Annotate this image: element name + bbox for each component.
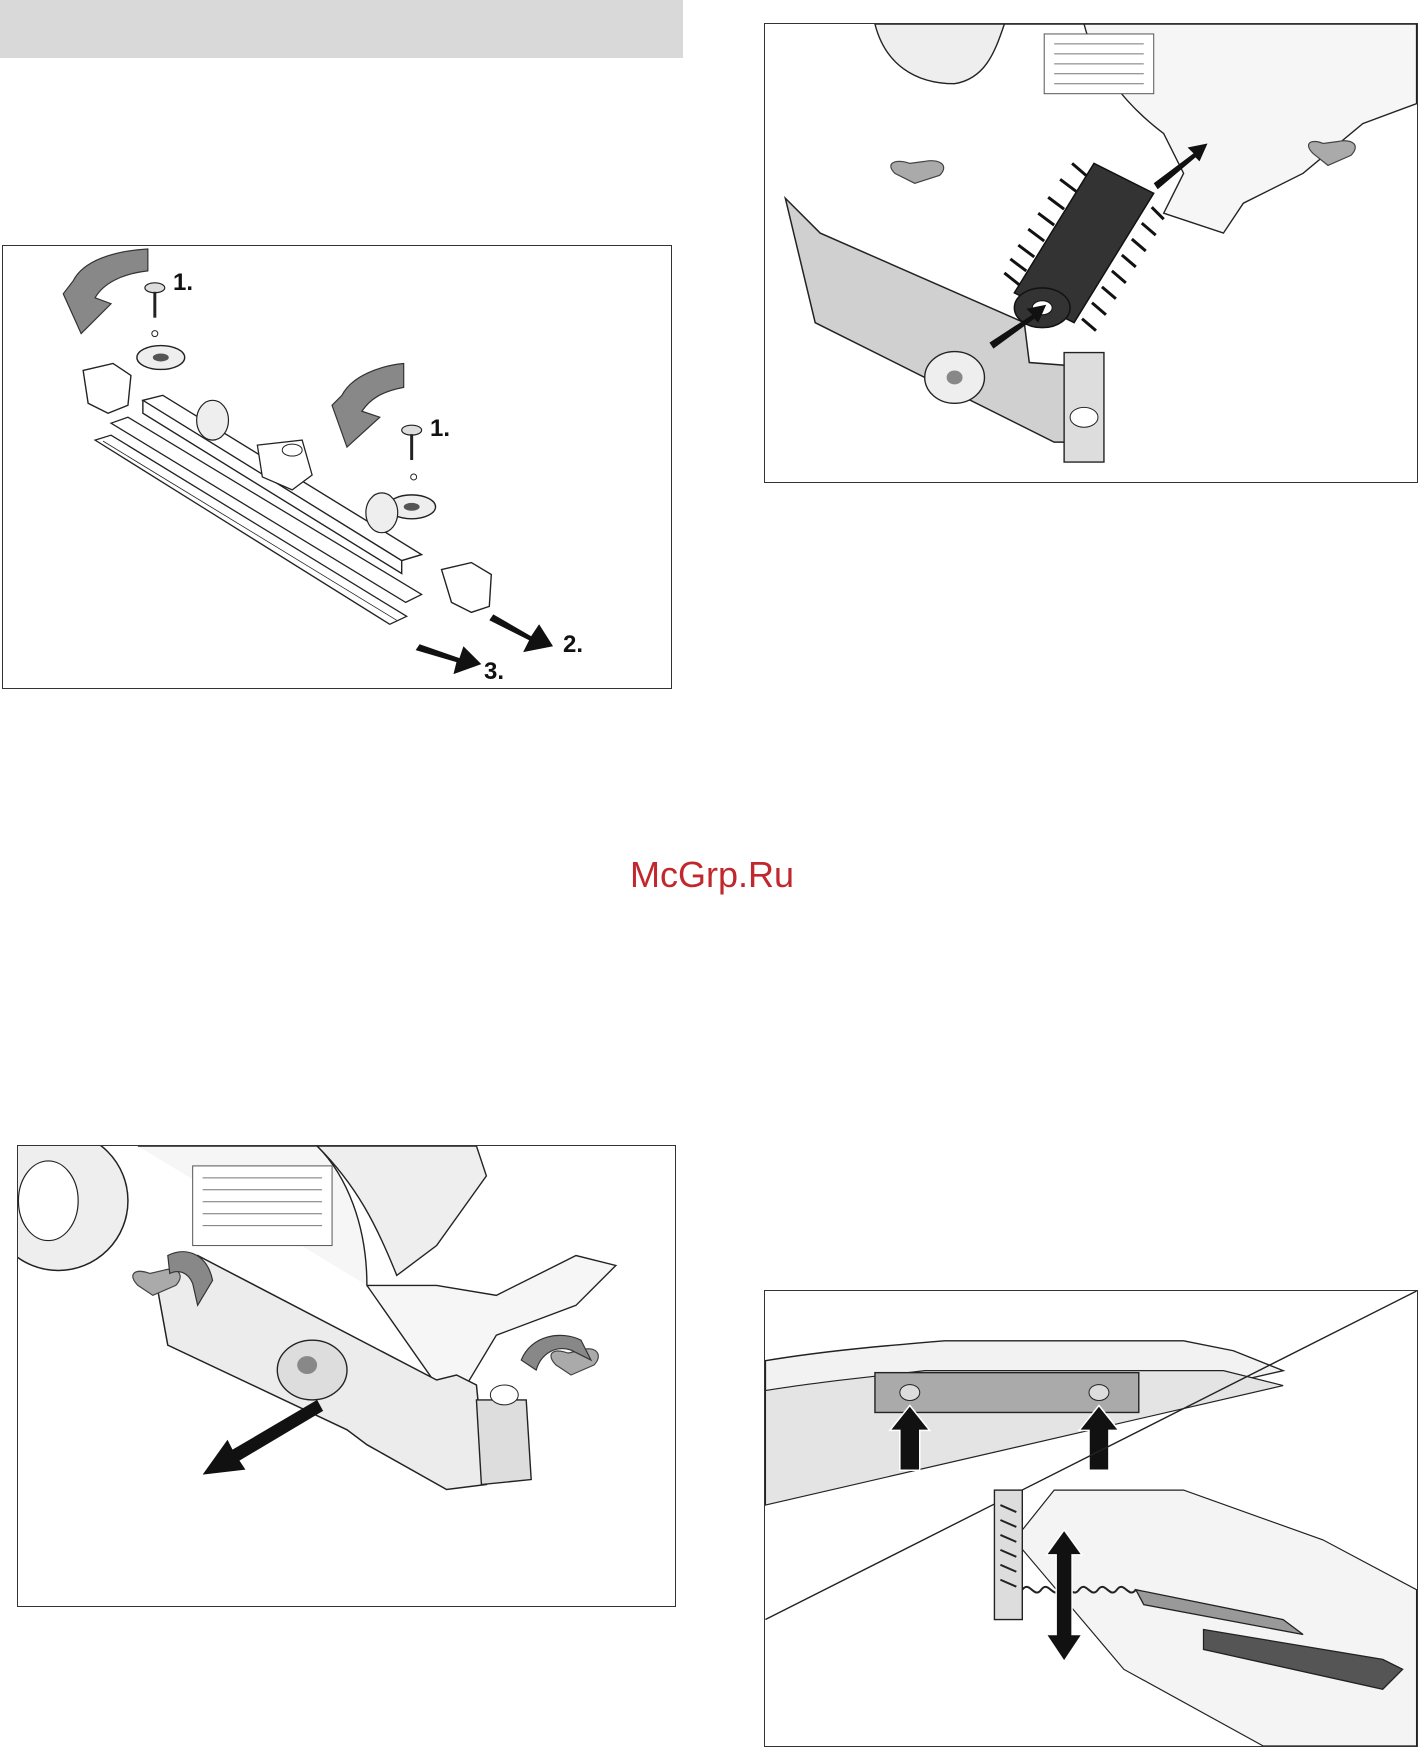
step-label-2: 2. xyxy=(563,633,583,657)
spring-adjustment-drawing xyxy=(765,1291,1417,1746)
brush-roller-drawing xyxy=(765,24,1417,482)
watermark: McGrp.Ru xyxy=(612,855,812,895)
figure-squeegee-removal: 1. 1. 2. 3. xyxy=(2,245,672,689)
section-header-bar xyxy=(0,0,683,58)
rotate-arrow-icon xyxy=(332,363,404,447)
direction-arrow-icon xyxy=(203,1400,323,1475)
figure-brush-roller-removal xyxy=(764,23,1418,483)
wing-nut-icon xyxy=(551,1349,598,1375)
squeegee-exploded-drawing xyxy=(3,246,671,688)
direction-arrow-icon xyxy=(489,614,553,652)
step-label-1a: 1. xyxy=(173,271,193,295)
rotate-arrow-icon xyxy=(63,249,148,334)
step-label-3: 3. xyxy=(484,660,504,684)
knob-icon xyxy=(145,283,165,293)
step-label-1b: 1. xyxy=(430,417,450,441)
watermark-text: McGrp.Ru xyxy=(630,855,794,895)
direction-arrow-icon xyxy=(416,644,482,674)
figure-side-plate-removal xyxy=(17,1145,676,1607)
side-plate-drawing xyxy=(18,1146,675,1606)
bracket-icon xyxy=(83,363,131,413)
brush-roller-icon xyxy=(1004,163,1163,330)
figure-spring-adjustment xyxy=(764,1290,1418,1747)
wing-nut-icon xyxy=(891,161,944,184)
bracket-icon xyxy=(442,563,492,613)
knob-icon xyxy=(402,425,422,435)
